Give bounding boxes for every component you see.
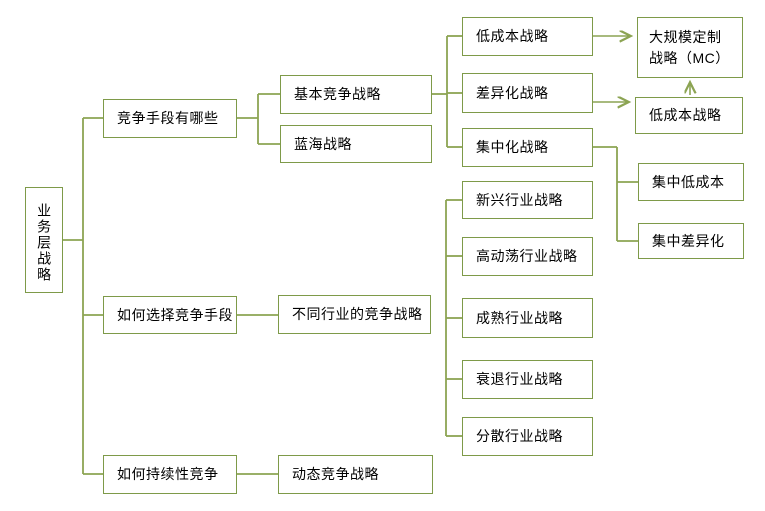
node-focused-differentiation: 集中差异化 — [638, 223, 744, 259]
node-label: 低成本战略 — [476, 28, 549, 45]
node-label: 业务层战略 — [36, 203, 53, 283]
node-label: 新兴行业战略 — [476, 191, 563, 208]
node-differentiation-strategy: 差异化战略 — [462, 73, 593, 113]
node-industry-competitive-strategies: 不同行业的竞争战略 — [278, 295, 431, 334]
node-label: 动态竞争战略 — [292, 466, 379, 483]
node-label: 分散行业战略 — [476, 428, 563, 445]
node-label-line1: 大规模定制 — [649, 28, 722, 45]
node-low-cost-strategy-2: 低成本战略 — [635, 97, 743, 134]
node-label: 基本竞争战略 — [294, 86, 381, 103]
node-label: 蓝海战略 — [294, 135, 352, 152]
node-label: 高动荡行业战略 — [476, 248, 578, 265]
node-how-to-choose-means: 如何选择竞争手段 — [103, 296, 237, 334]
node-dynamic-competition-strategy: 动态竞争战略 — [278, 455, 433, 494]
node-label: 低成本战略 — [649, 107, 722, 124]
node-label-line2: 战略（MC） — [649, 49, 730, 66]
node-basic-competitive-strategy: 基本竞争战略 — [280, 75, 432, 114]
node-label: 如何持续性竞争 — [117, 466, 219, 483]
node-how-to-sustain-competition: 如何持续性竞争 — [103, 455, 237, 494]
node-label: 竞争手段有哪些 — [117, 110, 219, 127]
node-label: 差异化战略 — [476, 84, 549, 101]
node-mature-industry-strategy: 成熟行业战略 — [462, 298, 593, 338]
node-focused-low-cost: 集中低成本 — [638, 163, 744, 201]
node-label: 不同行业的竞争战略 — [292, 306, 423, 323]
node-label: 如何选择竞争手段 — [117, 306, 233, 323]
node-low-cost-strategy: 低成本战略 — [462, 17, 593, 56]
node-blue-ocean-strategy: 蓝海战略 — [280, 125, 432, 163]
node-mass-customization-strategy: 大规模定制 战略（MC） — [637, 17, 743, 78]
node-label: 集中低成本 — [652, 173, 725, 190]
node-emerging-industry-strategy: 新兴行业战略 — [462, 181, 593, 219]
node-declining-industry-strategy: 衰退行业战略 — [462, 360, 593, 399]
node-label: 成熟行业战略 — [476, 309, 563, 326]
node-label: 衰退行业战略 — [476, 371, 563, 388]
node-what-competitive-means: 竞争手段有哪些 — [103, 99, 237, 138]
node-label: 集中差异化 — [652, 232, 725, 249]
node-turbulent-industry-strategy: 高动荡行业战略 — [462, 237, 593, 276]
node-focus-strategy: 集中化战略 — [462, 128, 593, 167]
node-fragmented-industry-strategy: 分散行业战略 — [462, 417, 593, 456]
node-label: 集中化战略 — [476, 139, 549, 156]
node-business-level-strategy: 业务层战略 — [25, 187, 63, 293]
